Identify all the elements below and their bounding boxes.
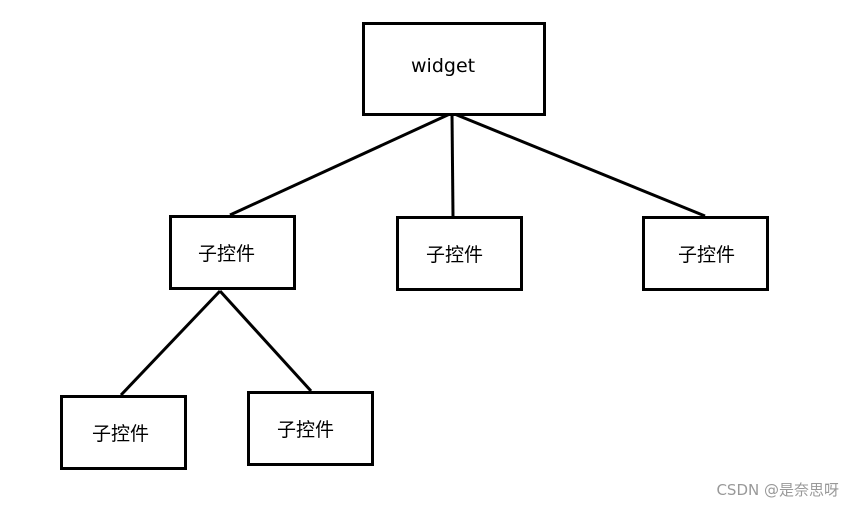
- root-node-widget: widget: [362, 22, 546, 116]
- edge-child-1-grandchild-1: [119, 289, 222, 397]
- edge-root-child-2: [450, 112, 455, 217]
- grandchild-node-label: 子控件: [277, 419, 335, 441]
- child-node-1: 子控件: [169, 215, 296, 290]
- child-node-label: 子控件: [426, 244, 484, 266]
- edge-root-child-3: [451, 111, 706, 218]
- child-node-3: 子控件: [642, 216, 769, 291]
- child-node-label: 子控件: [198, 243, 256, 265]
- watermark-text: CSDN @是奈思呀: [716, 481, 839, 499]
- edge-root-child-1: [229, 111, 453, 217]
- grandchild-node-2: 子控件: [247, 391, 374, 466]
- grandchild-node-label: 子控件: [92, 423, 150, 445]
- grandchild-node-1: 子控件: [60, 395, 187, 470]
- child-node-label: 子控件: [678, 244, 736, 266]
- child-node-2: 子控件: [396, 216, 523, 291]
- root-node-label: widget: [411, 55, 476, 77]
- edge-child-1-grandchild-2: [218, 289, 313, 393]
